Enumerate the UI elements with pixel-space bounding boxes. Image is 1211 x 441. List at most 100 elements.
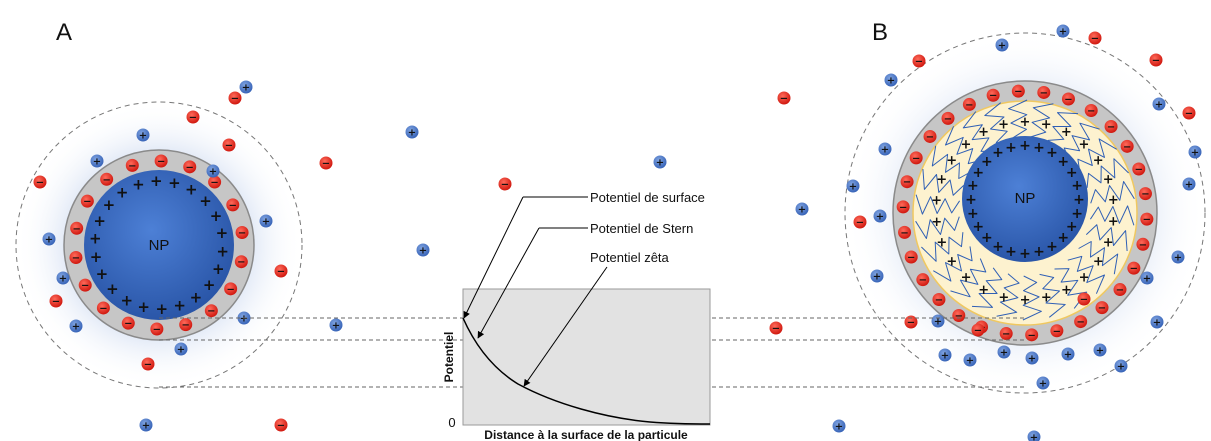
surface-positive-charge: +: [173, 297, 186, 315]
free-negative-ion: −: [274, 418, 288, 432]
stern-negative-ion: −: [100, 172, 114, 186]
polymer-chain: [933, 246, 973, 282]
panel-label-a: A: [56, 19, 72, 46]
diffuse-positive-ion: +: [90, 154, 104, 168]
diffuse-positive-ion: +: [1093, 343, 1107, 357]
svg-text:−: −: [965, 100, 973, 111]
shell-positive-charge: +: [1019, 115, 1030, 130]
stern-negative-ion: −: [962, 97, 976, 111]
svg-text:−: −: [1107, 122, 1115, 133]
stern-negative-ion: −: [121, 316, 135, 330]
surface-arrow: [463, 196, 524, 319]
diffuse-negative-ion: −: [971, 323, 985, 337]
annotations: Potentiel de surface Potentiel de Stern …: [463, 190, 705, 387]
stern-negative-ion: −: [1050, 324, 1064, 338]
svg-text:−: −: [102, 175, 110, 186]
np-core-b: [962, 136, 1088, 262]
free-positive-ion: +: [1027, 430, 1041, 441]
surface-charges-b: ++++++++++++++++++++++++: [965, 138, 1085, 262]
stern-negative-ion: −: [1138, 187, 1152, 201]
stern-negative-ion: −: [183, 160, 197, 174]
shell-positive-charge: +: [946, 154, 957, 169]
stern-negative-ion: −: [204, 304, 218, 318]
svg-text:+: +: [1064, 350, 1072, 361]
surface-positive-charge: +: [1066, 219, 1078, 235]
svg-text:+: +: [240, 314, 248, 325]
surface-positive-charge: +: [203, 276, 216, 294]
surface-positive-charge: +: [93, 212, 106, 230]
svg-text:−: −: [974, 326, 982, 337]
guide-lines: [159, 317, 1025, 388]
svg-text:+: +: [998, 41, 1006, 52]
svg-text:−: −: [989, 91, 997, 102]
svg-text:+: +: [1000, 348, 1008, 359]
slipping-plane-b: [844, 32, 1206, 394]
particle-b: NP ++++++++++++++++++++++++ ++++++++++++…: [844, 24, 1206, 394]
svg-text:−: −: [856, 218, 864, 229]
svg-text:−: −: [1087, 106, 1095, 117]
shell-positive-charge: +: [936, 236, 947, 251]
diffuse-positive-ion: +: [995, 38, 1009, 52]
panel-label-b: B: [872, 19, 888, 46]
polymer-chain: [962, 111, 996, 152]
surface-positive-charge: +: [972, 165, 984, 181]
shell-positive-charge: +: [946, 255, 957, 270]
svg-text:+: +: [881, 145, 889, 156]
svg-text:−: −: [226, 284, 234, 295]
zero-label: 0: [448, 415, 455, 430]
stern-negative-ion: −: [986, 88, 1000, 102]
svg-text:−: −: [955, 311, 963, 322]
svg-text:−: −: [238, 228, 246, 239]
diffuse-positive-ion: +: [963, 353, 977, 367]
svg-text:−: −: [1116, 285, 1124, 296]
polymer-chain: [1090, 181, 1135, 204]
svg-text:−: −: [81, 281, 89, 292]
shell-positive-charge: +: [1103, 235, 1114, 250]
polymer-chain: [945, 126, 983, 165]
surface-positive-charge: +: [992, 239, 1004, 255]
polymer-chain: [915, 194, 961, 215]
diffuse-positive-ion: +: [931, 314, 945, 328]
polymer-chain: [1039, 273, 1066, 318]
polymer-chain: [1077, 138, 1117, 174]
surface-potential-label: Potentiel de surface: [590, 190, 705, 205]
free-negative-ion: −: [319, 156, 333, 170]
polymer-chain: [1022, 275, 1042, 321]
stern-negative-ion: −: [69, 250, 83, 264]
stern-negative-ion: −: [1095, 301, 1109, 315]
svg-text:+: +: [1028, 354, 1036, 365]
svg-text:+: +: [1039, 379, 1047, 390]
x-axis-title: Distance à la surface de la particule: [484, 428, 688, 441]
svg-text:+: +: [887, 76, 895, 87]
diffuse-negative-ion: −: [228, 91, 242, 105]
zeta-arrow: [523, 266, 608, 387]
svg-text:−: −: [99, 303, 107, 314]
svg-text:+: +: [1174, 253, 1182, 264]
surface-positive-charge: +: [132, 175, 145, 193]
surface-positive-charge: +: [972, 219, 984, 235]
svg-text:−: −: [935, 295, 943, 306]
diffuse-positive-ion: +: [1061, 347, 1075, 361]
polymer-chain: [984, 102, 1011, 147]
svg-text:−: −: [144, 360, 152, 371]
stern-negative-ion: −: [923, 129, 937, 143]
diffuse-positive-ion: +: [174, 342, 188, 356]
np-label-b: NP: [1015, 190, 1036, 207]
surface-positive-charge: +: [1019, 246, 1031, 262]
svg-text:+: +: [1059, 27, 1067, 38]
shell-positive-charge: +: [998, 118, 1009, 133]
surface-positive-charge: +: [116, 184, 129, 202]
surface-positive-charge: +: [1033, 140, 1045, 156]
svg-text:−: −: [1014, 87, 1022, 98]
svg-text:−: −: [36, 178, 44, 189]
svg-text:−: −: [899, 202, 907, 213]
stern-negative-ion: −: [1120, 139, 1134, 153]
svg-text:−: −: [237, 257, 245, 268]
diffuse-positive-ion: +: [1056, 24, 1070, 38]
slipping-plane-a: [15, 101, 303, 389]
svg-text:−: −: [277, 267, 285, 278]
shell-positive-charge: +: [931, 193, 942, 208]
surface-positive-charge: +: [1066, 165, 1078, 181]
svg-text:+: +: [209, 167, 217, 178]
